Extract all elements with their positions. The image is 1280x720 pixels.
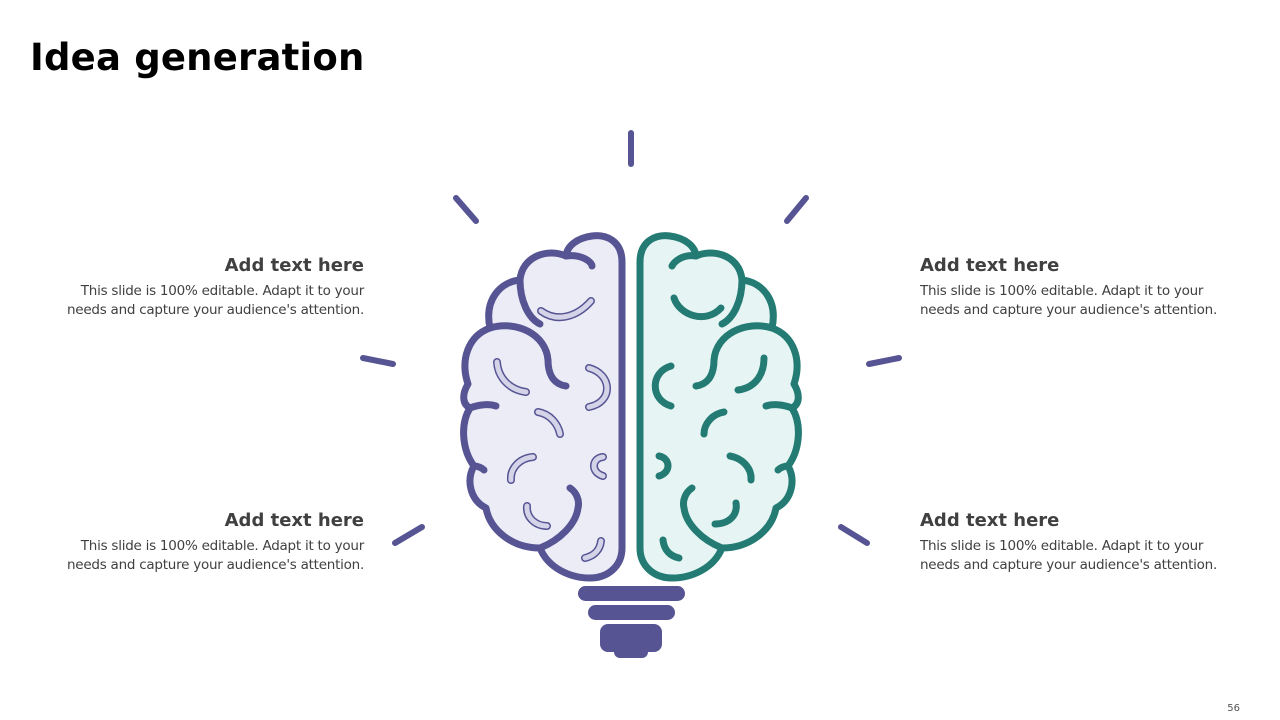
block-body: This slide is 100% editable. Adapt it to… — [66, 538, 364, 573]
text-block-top-right: Add text here This slide is 100% editabl… — [920, 255, 1220, 320]
block-body: This slide is 100% editable. Adapt it to… — [920, 538, 1218, 573]
lightbulb-base-icon — [578, 586, 685, 658]
block-body: This slide is 100% editable. Adapt it to… — [66, 283, 364, 318]
page-number: 56 — [1227, 703, 1240, 714]
block-heading: Add text here — [224, 510, 364, 531]
block-heading: Add text here — [920, 255, 1060, 276]
right-brain-hemisphere-icon — [636, 232, 802, 582]
block-heading: Add text here — [224, 255, 364, 276]
slide-title: Idea generation — [30, 36, 365, 79]
light-rays-icon — [360, 130, 902, 546]
brain-folds-left — [493, 297, 611, 562]
text-block-bottom-left: Add text here This slide is 100% editabl… — [64, 510, 364, 575]
text-block-top-left: Add text here This slide is 100% editabl… — [64, 255, 364, 320]
block-heading: Add text here — [920, 510, 1060, 531]
text-block-bottom-right: Add text here This slide is 100% editabl… — [920, 510, 1220, 575]
left-brain-hemisphere-icon — [460, 232, 626, 582]
block-body: This slide is 100% editable. Adapt it to… — [920, 283, 1218, 318]
